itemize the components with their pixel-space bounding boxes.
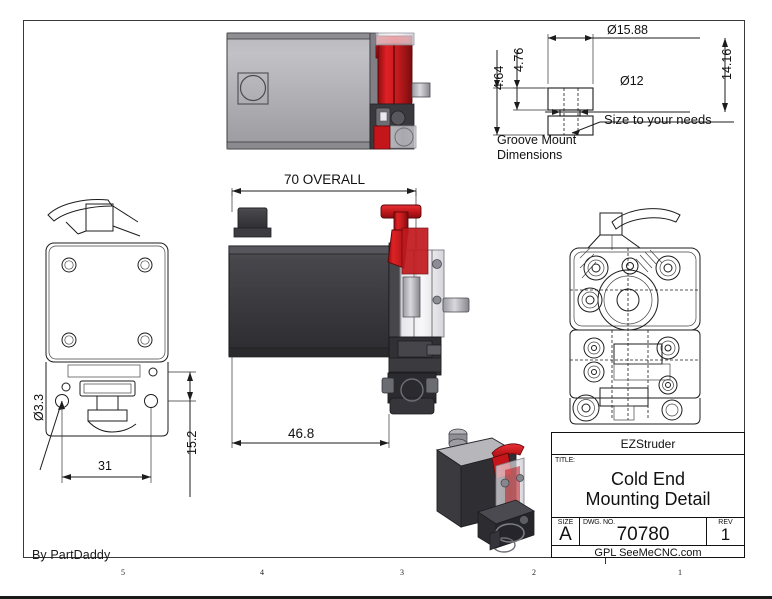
zone-number-5: 5 (121, 568, 125, 577)
size-cell: SIZE A (552, 518, 580, 545)
title-block-title-row: TITLE: Cold End Mounting Detail (552, 455, 744, 518)
title-label: TITLE: (555, 457, 575, 464)
front-dim-lower: 46.8 (288, 426, 315, 441)
zone-number-4: 4 (260, 568, 264, 577)
dwg-no-value: 70780 (616, 524, 670, 545)
dwg-no-label: DWG. NO. (583, 519, 615, 526)
zone-number-2: 2 (532, 568, 536, 577)
title-block: EZStruder TITLE: Cold End Mounting Detai… (551, 432, 745, 559)
left-dim-width: 31 (98, 459, 112, 473)
dwg-no-cell: DWG. NO. 70780 (580, 518, 707, 545)
byline: By PartDaddy (32, 548, 111, 562)
rev-cell: REV 1 (707, 518, 744, 545)
sheet-bottom-edge (0, 596, 772, 599)
title-block-company: EZStruder (552, 433, 744, 455)
gm-dim-outer-dia: Ø15.88 (607, 23, 649, 37)
zone-number-1: 1 (678, 568, 682, 577)
rev-value: 1 (720, 525, 731, 544)
zone-number-3: 3 (400, 568, 404, 577)
gm-dim-inner-dia: Ø12 (620, 74, 644, 88)
size-value: A (559, 524, 572, 545)
gm-note-size-to-needs: Size to your needs (604, 112, 712, 127)
size-label: SIZE (557, 519, 574, 526)
gm-caption-line2: Dimensions (497, 148, 563, 162)
title-line-2: Mounting Detail (585, 488, 711, 509)
front-dim-overall: 70 OVERALL (284, 172, 366, 187)
zone-tick-mark (605, 558, 606, 564)
title-block-numbers-row: SIZE A DWG. NO. 70780 REV 1 (552, 518, 744, 546)
gm-caption-line1: Groove Mount (497, 133, 577, 147)
drawing-border (23, 20, 745, 558)
rev-label: REV (718, 519, 733, 526)
title-line-1: Cold End (610, 469, 686, 490)
title-block-footer: GPL SeeMeCNC.com (594, 547, 702, 559)
